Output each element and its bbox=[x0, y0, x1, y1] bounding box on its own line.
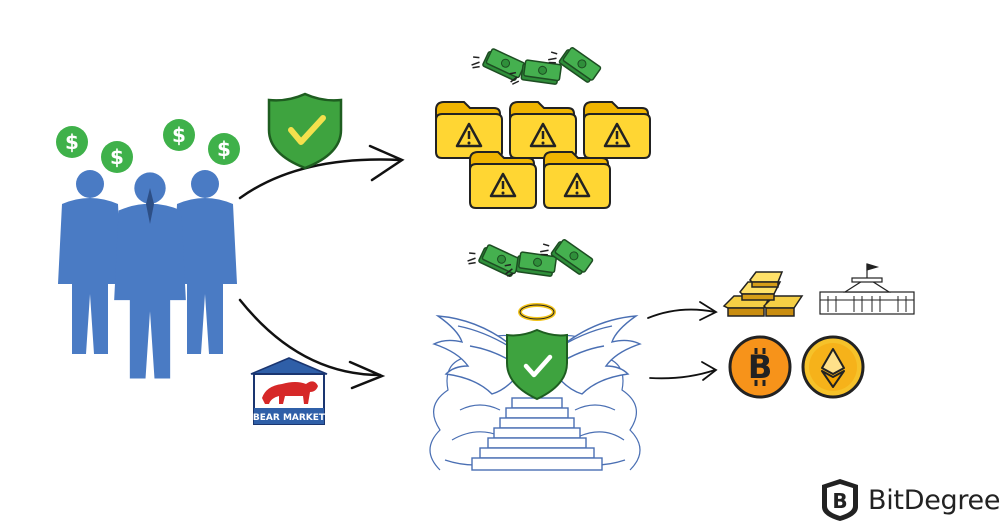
cash-stack-icon bbox=[465, 238, 521, 283]
bitdegree-shield-icon: B bbox=[820, 478, 860, 522]
heaven-gate-icon bbox=[430, 305, 640, 470]
cash-stack-icon bbox=[469, 42, 525, 87]
warning-folder-icon bbox=[584, 102, 650, 158]
brand-name: BitDegree bbox=[868, 485, 1000, 516]
warning-folder-icon bbox=[510, 102, 576, 158]
bitdegree-logo: B BitDegree bbox=[820, 478, 1000, 522]
businessmen-group-icon bbox=[58, 170, 237, 378]
bitcoin-icon: B bbox=[730, 337, 790, 397]
dollar-coin-icon bbox=[56, 126, 88, 158]
arrow-to-crypto bbox=[650, 362, 716, 380]
bear-market-sign: BEAR MARKET bbox=[251, 358, 327, 424]
bear-market-label: BEAR MARKET bbox=[253, 413, 326, 423]
warning-folder-icon bbox=[436, 102, 502, 158]
dollar-coin-icon bbox=[163, 119, 195, 151]
shield-check-icon bbox=[269, 94, 341, 168]
gold-bars-icon bbox=[724, 272, 802, 316]
svg-text:B: B bbox=[748, 348, 772, 386]
dollar-coin-icon bbox=[208, 133, 240, 165]
warning-folder-icon bbox=[544, 152, 610, 208]
arrow-to-gold bbox=[648, 302, 716, 320]
warning-folder-icon bbox=[470, 152, 536, 208]
bitdegree-logo-letter: B bbox=[832, 489, 847, 513]
person-left-icon bbox=[58, 170, 122, 354]
dollar-coin-icon bbox=[101, 141, 133, 173]
ethereum-icon bbox=[803, 337, 863, 397]
white-house-icon bbox=[820, 264, 914, 314]
